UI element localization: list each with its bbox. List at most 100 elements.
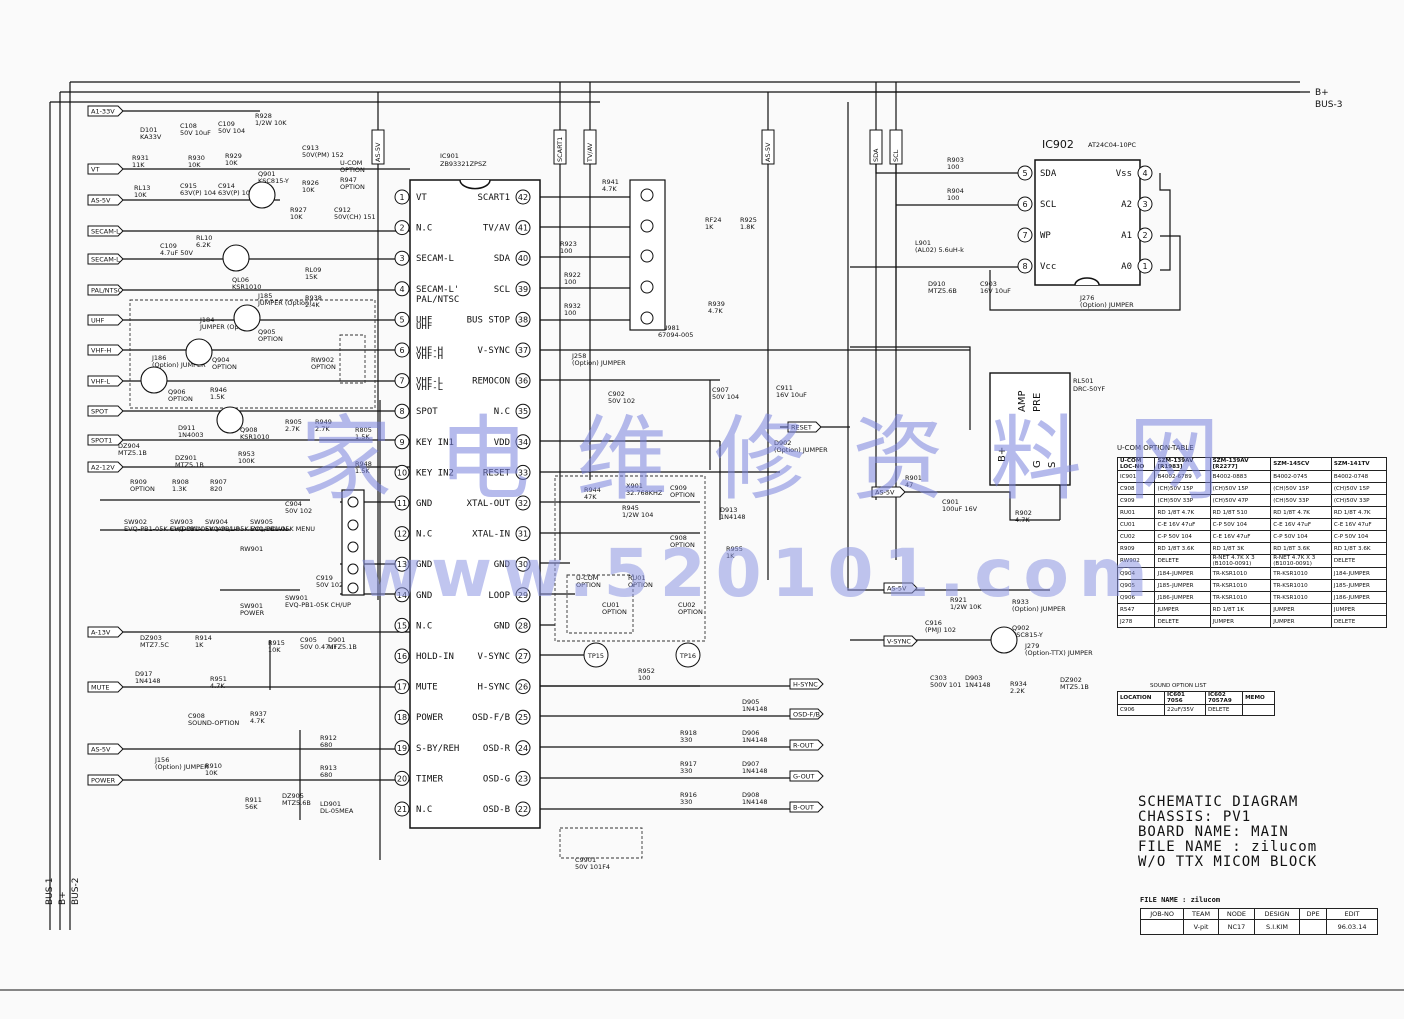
port-left: SECAM-L	[87, 225, 124, 237]
component-ref: Q908	[240, 426, 258, 434]
component-value: 2.7K	[315, 425, 330, 433]
ic902-pin-name: WP	[1040, 231, 1051, 241]
ic901-pin-name: GND	[416, 591, 432, 601]
component-ref: R932	[564, 302, 581, 310]
ic901-pin-number: 30	[518, 560, 528, 569]
ic901-pin-name: MUTE	[416, 683, 438, 693]
ic901-pin-name: OSD-F/B	[472, 713, 510, 723]
component-ref: D913	[720, 506, 737, 514]
component-ref: C109	[218, 120, 235, 128]
component-ref: R947	[340, 176, 357, 184]
ic901-pin-circle	[515, 617, 531, 633]
port-right-text: OSD-F/B	[793, 711, 820, 719]
component-value: KSR1010	[232, 283, 261, 291]
ic901-pin-number: 29	[518, 591, 528, 600]
table-cell: DELETE	[1154, 554, 1211, 568]
component-value: 11K	[132, 161, 145, 169]
component-ref: J185	[257, 292, 272, 300]
ic901-pin-circle	[394, 709, 410, 725]
table-cell: J184-JUMPER	[1154, 567, 1211, 580]
table-cell: DELETE	[1330, 615, 1388, 628]
table-cell: C-E 16V 47uF	[1270, 518, 1332, 531]
ic901-pin-name: SCL	[494, 285, 510, 295]
component-value: 1N4003	[178, 431, 204, 439]
component-value: EVQ-PB1-05K MENU	[250, 525, 315, 533]
revision-header: NODE	[1217, 908, 1255, 920]
table-cell: RD 1/8T 4.7K	[1270, 506, 1332, 519]
test-point-circle	[675, 642, 701, 668]
ic902-part: AT24C04-10PC	[1088, 141, 1137, 149]
ic901-pin-name: SPOT	[416, 407, 438, 417]
ic901-pin-number: 13	[397, 560, 407, 569]
table-cell: JUMPER	[1330, 603, 1388, 616]
ic901-pin-number: 1	[399, 193, 404, 202]
table-cell: TR-KSR1010	[1209, 567, 1272, 580]
component-ref: C901	[942, 498, 959, 506]
component-label: RW901	[240, 545, 263, 553]
pre-amp-part: DRC-50YF	[1073, 385, 1105, 393]
component-ref: R916	[680, 791, 697, 799]
ic901-pin-name: POWER	[416, 713, 444, 723]
ic901-pin-number: 15	[397, 621, 407, 630]
component-ref: RL10	[196, 234, 212, 242]
port-right-text: AS-5V	[875, 489, 895, 497]
component-ref: Q904	[212, 356, 230, 364]
ic901-pin-name: GND	[416, 499, 432, 509]
ic901-pin-name: N.C	[416, 530, 432, 540]
table-cell: (CH)50V 15P	[1330, 482, 1388, 495]
ic901-pin-number: 36	[518, 377, 528, 386]
component-value: SOUND-OPTION	[188, 719, 239, 727]
ic901-pin-name: XTAL-IN	[472, 530, 510, 540]
component-ref: R927	[290, 206, 307, 214]
component-ref: R948	[355, 460, 372, 468]
component-value: 100	[947, 194, 959, 202]
table-cell: C-P 50V 104	[1209, 518, 1272, 531]
component-value: 100	[560, 247, 572, 255]
component-value: EVQ-PB1-05K CH/UP	[285, 601, 351, 609]
component-ref: R933	[1012, 598, 1029, 606]
ports-left: A1-33VVTAS-5VSECAM-LSECAM-LPAL/NTSCUHFVH…	[87, 105, 124, 786]
ic902-pin-number: 5	[1022, 169, 1027, 178]
component-ref: R908	[172, 478, 189, 486]
component-value: 2.7K	[285, 425, 300, 433]
revision-value: 96.03.14	[1326, 919, 1378, 935]
test-point-label: TP15	[587, 652, 604, 660]
component-ref: RL09	[305, 266, 321, 274]
component-ref: D906	[742, 729, 759, 737]
ic901-pin-number: 6	[399, 346, 404, 355]
component-value: 50V 102	[316, 581, 343, 589]
component-ref: R917	[680, 760, 697, 768]
table-cell: TR-KSR1010	[1209, 579, 1272, 592]
ic901-pin-number: 31	[518, 530, 528, 539]
ic901-pin-name: KEY IN1	[416, 438, 454, 448]
port-left-text: SPOT1	[91, 437, 112, 445]
table-cell: C-E 16V 47uF	[1209, 530, 1272, 543]
bus-tap: SCART1	[553, 129, 567, 165]
component-value: (Option) JUMPER	[155, 763, 209, 771]
ic901-pin-number: 22	[518, 805, 528, 814]
component-value: 1.5K	[355, 467, 370, 475]
table-cell: J186-JUMPER	[1330, 591, 1388, 604]
ic901-pin-number: 39	[518, 285, 528, 294]
